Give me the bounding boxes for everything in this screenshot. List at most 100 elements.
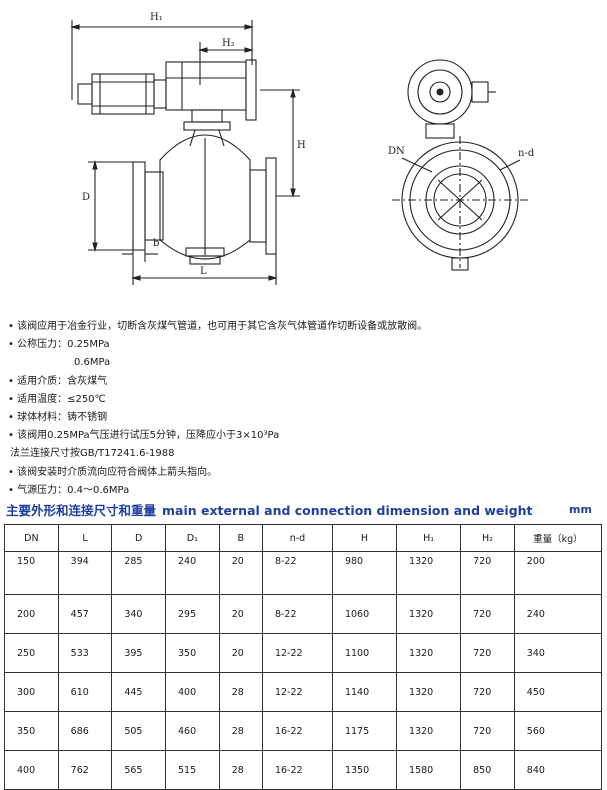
col-nd: n-d: [261, 524, 333, 552]
cell: 720: [460, 633, 515, 673]
cell: 240: [165, 551, 220, 595]
cell: 850: [460, 750, 515, 790]
cell: 533: [57, 633, 113, 673]
cell: 28: [218, 750, 263, 790]
note-9: • 该阀安装时介质流向应符合阀体上箭头指向。: [8, 466, 218, 478]
table-header-row: DN L D D₁ B n-d H H₁ H₂ 重量（kg）: [4, 524, 603, 552]
cell: 1580: [396, 750, 462, 790]
cell: 1350: [331, 750, 398, 790]
note-3: 0.6MPa: [74, 357, 111, 369]
cell: 250: [4, 633, 59, 673]
dim-d-label: D: [82, 192, 90, 203]
note-8: 法兰连接尺寸按GB/T17241.6-1988: [10, 448, 175, 460]
col-d1: D₁: [165, 524, 220, 552]
cell: 394: [57, 551, 113, 595]
cell: 8-22: [261, 594, 333, 634]
cell: 150: [4, 551, 59, 595]
cell: 300: [4, 672, 59, 712]
dim-dn-label: DN: [388, 146, 405, 157]
cell: 457: [57, 594, 113, 634]
notes-list: • 该阀应用于冶金行业，切断含灰煤气管道，也可用于其它含灰气体管道作切断设备或放…: [8, 318, 598, 500]
cell: 445: [111, 672, 167, 712]
table-title-cn: 主要外形和连接尺寸和重量: [6, 503, 157, 518]
table-title: 主要外形和连接尺寸和重量 main external and connection…: [6, 500, 533, 519]
cell: 686: [57, 711, 113, 751]
cell: 20: [218, 594, 263, 634]
unit-label: mm: [569, 503, 592, 516]
note-7: • 该阀用0.25MPa气压进行试压5分钟，压降应小于3×10³Pa: [8, 430, 280, 442]
cell: 1060: [331, 594, 398, 634]
col-b: B: [218, 524, 263, 552]
note-5: • 适用温度：≤250℃: [8, 393, 106, 405]
cell: 560: [513, 711, 603, 751]
cell: 400: [165, 672, 220, 712]
cell: 1100: [331, 633, 398, 673]
cell: 285: [111, 551, 167, 595]
cell: 1320: [396, 711, 462, 751]
cell: 1320: [396, 633, 462, 673]
table-title-en: main external and connection dimension a…: [162, 503, 533, 518]
cell: 28: [218, 672, 263, 712]
cell: 28: [218, 711, 263, 751]
cell: 450: [513, 672, 603, 712]
cell: 340: [513, 633, 603, 673]
cell: 240: [513, 594, 603, 634]
valve-technical-drawing: H₁ H₂ H D b L DN n-d: [69, 12, 535, 285]
cell: 295: [165, 594, 220, 634]
cell: 16-22: [261, 711, 333, 751]
cell: 1320: [396, 594, 462, 634]
dim-b-label: b: [153, 238, 159, 249]
col-l: L: [57, 524, 113, 552]
cell: 505: [111, 711, 167, 751]
cell: 1140: [331, 672, 398, 712]
cell: 720: [460, 551, 515, 595]
note-6: • 球体材料：铸不锈钢: [8, 412, 108, 424]
cell: 1175: [331, 711, 398, 751]
cell: 12-22: [261, 633, 333, 673]
cell: 12-22: [261, 672, 333, 712]
col-d: D: [111, 524, 167, 552]
cell: 565: [111, 750, 167, 790]
cell: 720: [460, 711, 515, 751]
cell: 20: [218, 551, 263, 595]
dim-h1-label: H₁: [150, 12, 163, 23]
cell: 515: [165, 750, 220, 790]
col-h1: H₁: [396, 524, 462, 552]
cell: 200: [513, 551, 603, 595]
dim-l-label: L: [200, 266, 207, 277]
col-weight: 重量（kg）: [513, 524, 603, 552]
cell: 350: [4, 711, 59, 751]
note-1: • 该阀应用于冶金行业，切断含灰煤气管道，也可用于其它含灰气体管道作切断设备或放…: [8, 321, 428, 332]
col-h2: H₂: [460, 524, 515, 552]
cell: 762: [57, 750, 113, 790]
col-h: H: [331, 524, 398, 552]
cell: 8-22: [261, 551, 333, 595]
cell: 720: [460, 672, 515, 712]
note-2: • 公称压力：0.25MPa: [8, 339, 110, 351]
cell: 16-22: [261, 750, 333, 790]
cell: 1320: [396, 551, 462, 595]
cell: 840: [513, 750, 603, 790]
cell: 400: [4, 750, 59, 790]
cell: 460: [165, 711, 220, 751]
cell: 720: [460, 594, 515, 634]
cell: 200: [4, 594, 59, 634]
dim-h2-label: H₂: [222, 38, 235, 49]
dim-h-label: H: [297, 140, 306, 151]
cell: 340: [111, 594, 167, 634]
dim-nd-label: n-d: [518, 148, 535, 159]
col-dn: DN: [4, 524, 59, 552]
cell: 20: [218, 633, 263, 673]
cell: 395: [111, 633, 167, 673]
cell: 1320: [396, 672, 462, 712]
cell: 610: [57, 672, 113, 712]
cell: 350: [165, 633, 220, 673]
note-4: • 适用介质：含灰煤气: [8, 375, 108, 387]
